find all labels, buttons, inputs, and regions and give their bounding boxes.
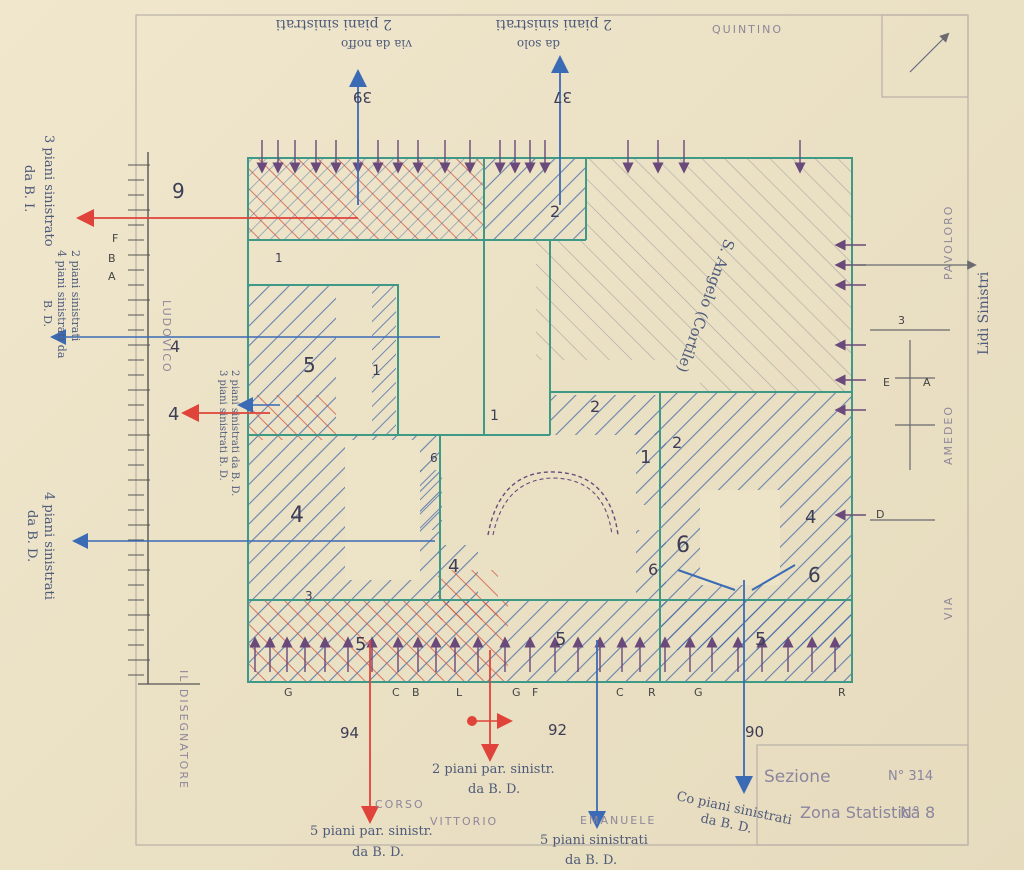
bottom-letter: L — [456, 686, 463, 699]
left-scale-ticks — [128, 164, 150, 676]
block-outlines — [247, 157, 853, 683]
block-number: 4 — [168, 404, 179, 425]
block-number: 5 — [303, 353, 316, 377]
house-number-39: 39 — [353, 88, 372, 106]
block-number: 1 — [640, 447, 651, 468]
right-entry-arrows — [834, 239, 866, 521]
margin-label: A — [108, 270, 116, 283]
note-left-blue2-b: da B. D. — [24, 510, 39, 562]
block-number: 4 — [805, 507, 816, 528]
note-left-small-b: 3 piani sinistrati B. D. — [217, 370, 228, 481]
dashed-arch — [487, 471, 619, 536]
street-bottom-c: EMANUELE — [580, 814, 656, 827]
block-number: 4 — [290, 503, 304, 528]
note-94-a: 5 piani par. sinistr. — [310, 824, 433, 839]
margin-label: E — [883, 376, 890, 389]
note-left-blue1-a: 2 piani sinistrati — [69, 250, 82, 342]
bottom-letter: G — [284, 686, 293, 699]
bottom-letter: B — [412, 686, 420, 699]
block-number: 6 — [430, 451, 438, 465]
block-number: 5 — [355, 634, 366, 655]
note-left-blue2-a: 4 piani sinistrati — [41, 492, 56, 600]
street-right-top: PAVOLORO — [942, 205, 955, 280]
north-box — [881, 14, 969, 98]
bottom-letter: R — [648, 686, 656, 699]
north-arrow — [909, 32, 950, 73]
bottom-letter: G — [512, 686, 521, 699]
margin-label: F — [112, 232, 118, 245]
note-92red-b: da B. D. — [468, 782, 520, 797]
title-zona-label: Zona Statistica — [800, 803, 920, 822]
note-right: Lidi Sinistri — [976, 271, 992, 355]
street-right-mid: AMEDEO — [942, 405, 955, 465]
margin-label: B — [108, 252, 116, 265]
note-top-37-a: 2 piani sinistrati — [495, 16, 612, 32]
block-number: 6 — [808, 563, 821, 587]
block-number: 1 — [490, 408, 499, 424]
bottom-letter: F — [532, 686, 538, 699]
house-number-92: 92 — [548, 721, 567, 739]
margin-label: D — [876, 508, 884, 521]
bottom-letter: G — [694, 686, 703, 699]
note-top-39-b: via da noffo — [341, 37, 413, 51]
bottom-letter: C — [616, 686, 624, 699]
street-left-bottom: IL DISEGNATORE — [177, 670, 190, 790]
street-right-bottom: VIA — [942, 596, 955, 620]
dashed-arch-inner — [492, 477, 613, 536]
note-92blue-b: da B. D. — [565, 853, 617, 868]
title-sezione-num: N° 314 — [888, 769, 933, 784]
block-number: 1 — [275, 251, 283, 265]
note-left-small-a: 2 piani sinistrati da B. D. — [229, 370, 240, 496]
stroke-b — [751, 564, 796, 591]
block-number: 9 — [172, 179, 185, 203]
street-left-top: LUDOVICO — [160, 300, 173, 374]
block-number: 5 — [755, 629, 766, 650]
street-top: QUINTINO — [712, 23, 783, 36]
bottom-letter: C — [392, 686, 400, 699]
street-bottom-a: CORSO — [375, 798, 425, 811]
block-number: 2 — [550, 202, 560, 221]
note-left-blue1-c: B. D. — [41, 300, 54, 327]
house-number-94: 94 — [340, 724, 359, 742]
sheet-frame — [135, 14, 969, 846]
note-92blue-a: 5 piani sinistrati — [540, 833, 648, 848]
note-92red-a: 2 piani par. sinistr. — [432, 762, 555, 777]
block-number: 1 — [372, 363, 381, 379]
note-top-39-a: 2 piani sinistrati — [275, 16, 392, 32]
block-number: 2 — [672, 433, 682, 452]
block-number: 4 — [170, 337, 180, 356]
house-number-37: 37 — [553, 88, 572, 106]
house-number-90: 90 — [745, 723, 764, 741]
note-left-blue1-b: 4 piani sinistrati da — [55, 250, 68, 359]
block-number: 2 — [590, 397, 600, 416]
bottom-letter: R — [838, 686, 846, 699]
block-number: 6 — [648, 560, 658, 579]
block-number: 5 — [555, 629, 566, 650]
block-number: 4 — [448, 556, 459, 577]
note-94-b: da B. D. — [352, 845, 404, 860]
note-left-red-b: da B. I. — [21, 165, 36, 212]
block-number: 3 — [305, 589, 313, 603]
note-top-37-b: da solo — [517, 37, 560, 51]
margin-label: A — [923, 376, 931, 389]
bottom-entry-arrows — [249, 636, 841, 672]
title-block-frame — [756, 744, 969, 846]
margin-label: 3 — [898, 314, 905, 327]
stroke-a — [677, 569, 736, 591]
block-number: 6 — [676, 533, 690, 558]
title-zona-num: N° 8 — [900, 803, 935, 822]
street-bottom-b: VITTORIO — [430, 815, 498, 828]
title-sezione-label: Sezione — [764, 767, 831, 787]
note-left-red-a: 3 piani sinistrato — [41, 135, 56, 247]
